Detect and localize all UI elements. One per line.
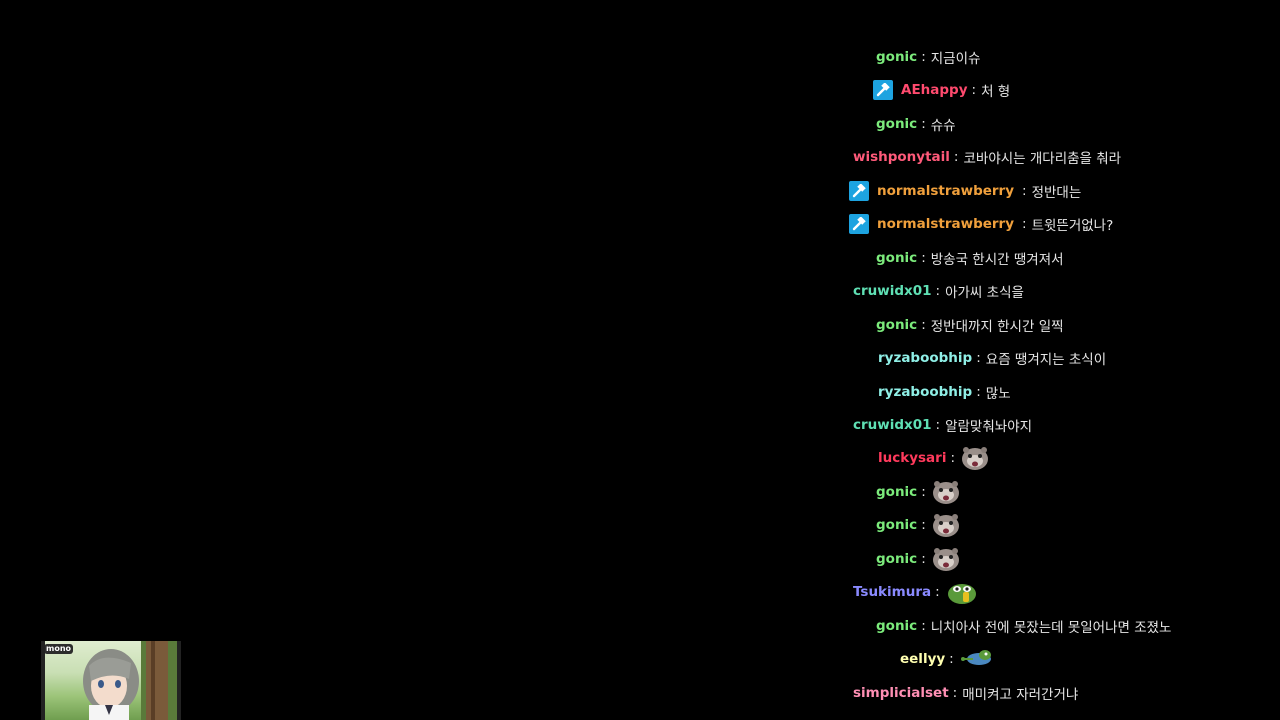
chat-username[interactable]: wishponytail bbox=[853, 149, 950, 166]
hamster-emote bbox=[931, 545, 961, 573]
pepe-lying-emote bbox=[959, 645, 993, 673]
chat-message-text: 정반대까지 한시간 일찍 bbox=[930, 318, 1064, 335]
chat-username[interactable]: simplicialset bbox=[853, 684, 949, 701]
chat-username[interactable]: gonic bbox=[876, 249, 918, 266]
chat-message: wishponytail:코바야시는 개다리춤을 춰라 bbox=[853, 144, 1121, 170]
chat-message: gonic: bbox=[876, 546, 961, 572]
chat-separator: : bbox=[935, 416, 941, 433]
chat-message: gonic:방송국 한시간 땡겨져서 bbox=[876, 245, 1064, 271]
chat-username[interactable]: gonic bbox=[876, 115, 918, 132]
chat-username[interactable]: luckysari bbox=[878, 450, 947, 467]
chat-message-text: 방송국 한시간 땡겨져서 bbox=[930, 251, 1064, 268]
chat-message-text: 많노 bbox=[985, 385, 1011, 402]
chat-username[interactable]: ryzaboobhip bbox=[878, 350, 973, 367]
moderator-hammer-icon bbox=[849, 214, 869, 235]
chat-separator: : bbox=[950, 450, 956, 467]
chat-message: gonic:슈슈 bbox=[876, 111, 956, 137]
chat-message-text: 지금이슈 bbox=[930, 51, 981, 67]
chat-separator: : bbox=[921, 617, 926, 634]
chat-username[interactable]: gonic bbox=[876, 483, 918, 500]
chat-message: gonic:지금이슈 bbox=[876, 44, 980, 70]
hamster-emote bbox=[960, 444, 990, 472]
chat-username[interactable]: AEhappy bbox=[901, 82, 968, 99]
chat-message: normalstrawberry:정반대는 bbox=[849, 178, 1081, 204]
chat-separator: : bbox=[935, 283, 941, 300]
chat-message-text: 트윗뜬거없나? bbox=[1031, 218, 1114, 235]
chat-separator: : bbox=[921, 316, 926, 333]
chat-username[interactable]: cruwidx01 bbox=[853, 416, 932, 433]
chat-separator: : bbox=[1022, 182, 1027, 199]
chat-separator: : bbox=[1022, 216, 1027, 233]
chat-message: normalstrawberry:트윗뜬거없나? bbox=[849, 211, 1113, 237]
moderator-hammer-icon bbox=[849, 180, 869, 201]
chat-separator: : bbox=[921, 483, 926, 500]
moderator-hammer-icon bbox=[873, 80, 893, 101]
chat-username[interactable]: cruwidx01 bbox=[853, 283, 932, 300]
chat-username[interactable]: gonic bbox=[876, 550, 918, 567]
chat-separator: : bbox=[949, 651, 954, 668]
chat-separator: : bbox=[921, 49, 926, 65]
chat-username[interactable]: gonic bbox=[876, 517, 918, 534]
chat-separator: : bbox=[976, 383, 981, 400]
pepe-emote bbox=[945, 578, 979, 606]
chat-message: luckysari: bbox=[878, 445, 990, 471]
chat-separator: : bbox=[921, 550, 926, 567]
chat-message-text: 니치아사 전에 못잤는데 못일어나면 조졌노 bbox=[930, 619, 1172, 636]
chat-message-text: 매미켜고 자러간거냐 bbox=[962, 686, 1079, 703]
chat-message-text: 알람맞춰놔야지 bbox=[945, 418, 1033, 435]
hamster-emote bbox=[931, 478, 961, 506]
chat-separator: : bbox=[935, 584, 940, 601]
anime-character-illustration bbox=[41, 641, 181, 720]
chat-message: simplicialset:매미켜고 자러간거냐 bbox=[853, 680, 1078, 706]
chat-username[interactable]: gonic bbox=[876, 49, 918, 65]
stream-thumbnail: mono bbox=[41, 641, 181, 720]
chat-username[interactable]: ryzaboobhip bbox=[878, 383, 973, 400]
chat-message-text: 요즘 땡겨지는 초식이 bbox=[985, 352, 1107, 369]
chat-message: AEhappy:처 형 bbox=[873, 77, 1010, 103]
chat-message: ryzaboobhip:많노 bbox=[878, 379, 1011, 405]
webcam-logo: mono bbox=[44, 644, 74, 654]
chat-message-text: 정반대는 bbox=[1031, 184, 1082, 201]
chat-separator: : bbox=[921, 115, 926, 132]
chat-message: gonic: bbox=[876, 512, 961, 538]
chat-username[interactable]: normalstrawberry bbox=[877, 182, 1015, 199]
chat-message: gonic: bbox=[876, 479, 961, 505]
chat-separator: : bbox=[921, 517, 926, 534]
chat-username[interactable]: Tsukimura bbox=[853, 584, 932, 601]
chat-message-text: 코바야시는 개다리춤을 춰라 bbox=[963, 151, 1122, 168]
chat-message: gonic:니치아사 전에 못잤는데 못일어나면 조졌노 bbox=[876, 613, 1171, 639]
chat-username[interactable]: gonic bbox=[876, 316, 918, 333]
chat-message: ryzaboobhip:요즘 땡겨지는 초식이 bbox=[878, 345, 1106, 371]
chat-message: Tsukimura: bbox=[853, 579, 979, 605]
chat-message-text: 슈슈 bbox=[930, 117, 956, 134]
chat-separator: : bbox=[971, 82, 977, 99]
chat-separator: : bbox=[952, 684, 958, 701]
chat-separator: : bbox=[953, 149, 959, 166]
chat-username[interactable]: gonic bbox=[876, 617, 918, 634]
chat-separator: : bbox=[976, 350, 981, 367]
chat-message: cruwidx01:아가씨 초식을 bbox=[853, 278, 1024, 304]
chat-separator: : bbox=[921, 249, 926, 266]
chat-username[interactable]: eellyy bbox=[900, 651, 946, 668]
chat-username[interactable]: normalstrawberry bbox=[877, 216, 1015, 233]
chat-message: cruwidx01:알람맞춰놔야지 bbox=[853, 412, 1032, 438]
chat-message: gonic:정반대까지 한시간 일찍 bbox=[876, 312, 1064, 338]
chat-message-text: 처 형 bbox=[981, 84, 1011, 101]
hamster-emote bbox=[931, 511, 961, 539]
chat-message-text: 아가씨 초식을 bbox=[945, 285, 1024, 302]
chat-message: eellyy: bbox=[900, 646, 993, 672]
